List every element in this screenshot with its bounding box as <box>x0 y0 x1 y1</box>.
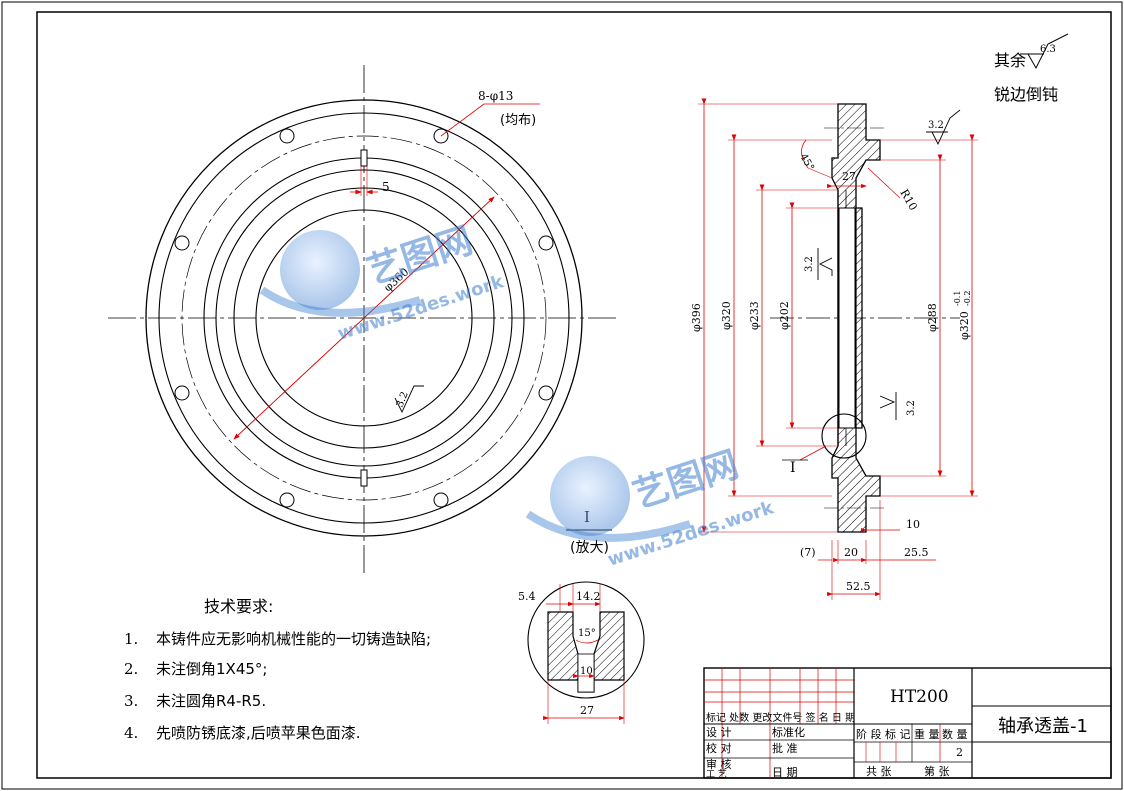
tb-sheet-no: 第 张 <box>924 764 950 778</box>
stage-header: 阶 段 标 记 <box>856 727 911 741</box>
detail-marker: I <box>790 460 796 476</box>
material: HT200 <box>890 687 949 707</box>
slot-width-dim: 5 <box>382 180 390 194</box>
globe-logo-icon <box>550 456 630 536</box>
tech-requirements: 技术要求: 1. 本铸件应无影响机械性能的一切铸造缺陷; 2. 未注倒角1X45… <box>124 597 431 742</box>
dim-52-5: 52.5 <box>846 580 871 593</box>
tb-sheets: 共 张 <box>866 765 892 778</box>
tb-design: 设 计 <box>706 726 732 739</box>
tb-review: 审 核 <box>706 757 732 771</box>
tech-num-2: 2. <box>124 660 138 678</box>
detail-dim-10: 10 <box>580 666 593 677</box>
d233-dim: φ233 <box>748 301 761 330</box>
tb-process: 工 艺 <box>706 769 727 780</box>
tech-num-4: 4. <box>124 724 138 742</box>
tb-ratio: 数 量 <box>942 728 968 741</box>
detail-scale-note: (放大) <box>570 540 609 556</box>
tech-item-1: 本铸件应无影响机械性能的一切铸造缺陷; <box>156 630 431 648</box>
detail-angle-15: 15° <box>578 628 596 639</box>
tech-item-3: 未注圆角R4-R5. <box>156 692 266 710</box>
d202-dim: φ202 <box>778 301 791 330</box>
watermark-brand: 艺图网 <box>628 444 743 516</box>
tb-qty: 2 <box>956 746 963 759</box>
tb-standardize: 标准化 <box>772 725 805 739</box>
rough-right: 3.2 <box>906 400 917 416</box>
edge-note: 锐边倒钝 <box>994 85 1058 104</box>
inner-frame <box>36 11 1112 779</box>
tb-approve: 批 准 <box>772 741 798 755</box>
holes-callout: 8-φ13 <box>478 89 513 103</box>
surface-roughness: 6.3 <box>1040 44 1056 55</box>
holes-note: (均布) <box>500 113 536 128</box>
radius-r10: R10 <box>897 187 919 213</box>
tol-upper: -0.1 <box>953 291 962 306</box>
dim-7: (7) <box>800 546 816 559</box>
rev-header: 标记 处数 更改文件号 签 名 日 期 <box>706 711 855 724</box>
tech-num-3: 3. <box>124 692 138 710</box>
rough-top: 3.2 <box>928 120 944 131</box>
detail-dim-5-4: 5.4 <box>518 590 536 603</box>
tb-date: 日 期 <box>772 766 798 779</box>
watermark-url: www.52des.work <box>335 271 507 345</box>
part-name: 轴承透盖-1 <box>998 716 1088 737</box>
d320-tol-dim: φ320 <box>958 311 971 340</box>
surface-prefix: 其余 <box>994 51 1026 70</box>
watermark-2: 艺图网 www.52des.work <box>525 444 777 571</box>
globe-logo-icon <box>280 230 360 310</box>
detail-dim-27: 27 <box>580 704 594 717</box>
tech-item-4: 先喷防锈底漆,后喷苹果色面漆. <box>156 724 361 742</box>
rough-left: 3.2 <box>804 256 815 272</box>
watermark-brand: 艺图网 <box>362 220 477 292</box>
tb-check: 校 对 <box>706 741 732 755</box>
front-roughness: 3.2 <box>395 390 411 409</box>
d288-dim: φ288 <box>926 303 939 332</box>
od-396-dim: φ396 <box>690 303 703 332</box>
tb-weight: 重 量 <box>914 727 940 741</box>
tech-title: 技术要求: <box>204 597 273 616</box>
tech-num-1: 1. <box>124 630 138 648</box>
tol-lower: -0.2 <box>963 291 972 306</box>
detail-dim-14-2: 14.2 <box>576 590 601 603</box>
bolt-holes <box>174 128 554 508</box>
dim-10: 10 <box>906 518 920 531</box>
d320-dim: φ320 <box>720 301 733 330</box>
watermark-1: 艺图网 www.52des.work <box>259 220 507 345</box>
title-block: 标记 处数 更改文件号 签 名 日 期 设 计 标准化 校 对 批 准 审 核 … <box>703 667 1112 780</box>
surface-note: 其余 6.3 锐边倒钝 <box>994 33 1069 104</box>
tech-item-2: 未注倒角1X45°; <box>156 660 267 678</box>
dim-27: 27 <box>842 170 856 183</box>
section-view: I φ396 φ320 φ233 φ202 φ288 φ320 -0.1 -0.… <box>690 98 978 600</box>
angle-45: 45° <box>797 152 815 173</box>
dim-25-5: 25.5 <box>904 546 929 559</box>
dim-20: 20 <box>844 546 858 559</box>
